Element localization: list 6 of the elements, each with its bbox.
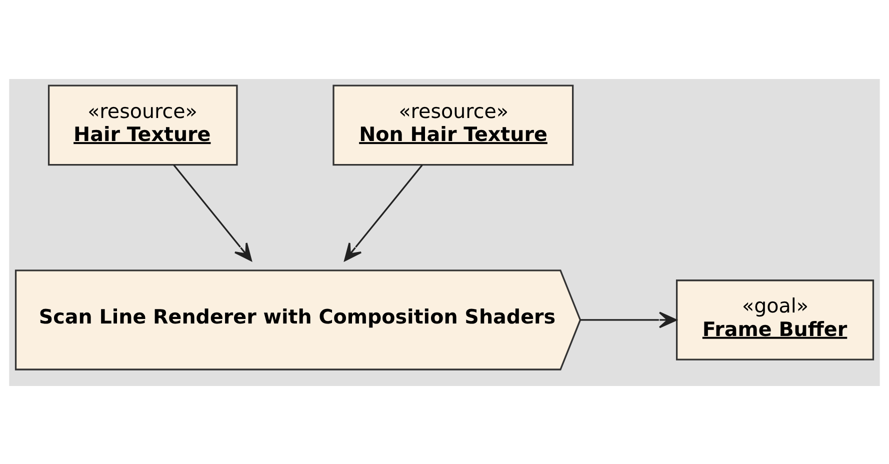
arrow xyxy=(173,164,252,261)
arrow xyxy=(580,311,677,328)
node-box: «goal» Frame Buffer xyxy=(676,279,874,360)
node-box: «resource» Hair Texture xyxy=(48,84,238,166)
arrow xyxy=(344,164,423,261)
node-box: «resource» Non Hair Texture xyxy=(332,84,574,166)
